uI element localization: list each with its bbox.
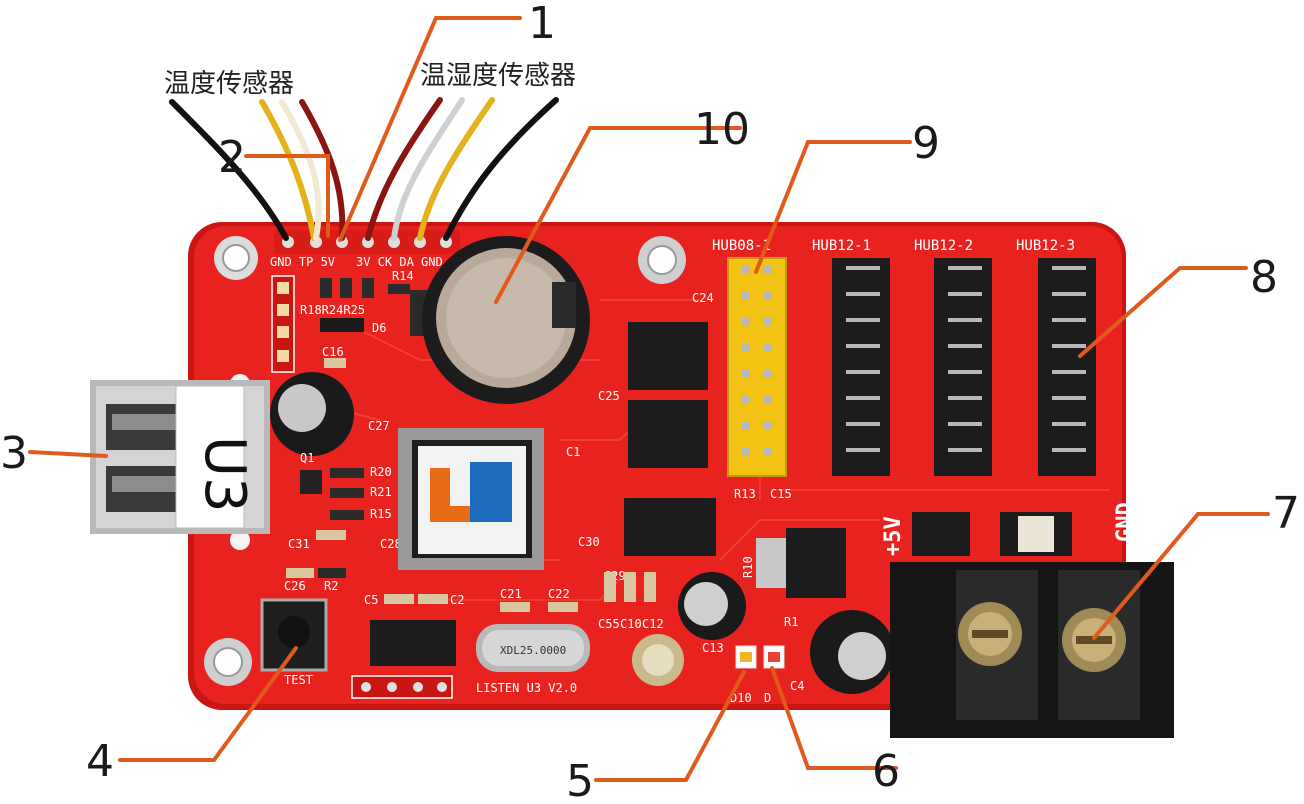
ref-c5: C5 <box>364 593 378 607</box>
callout-4: 4 <box>86 736 114 787</box>
ref-r21: R21 <box>370 485 392 499</box>
left-pin-header <box>271 275 295 373</box>
ref-r2: R2 <box>324 579 338 593</box>
voltage-regulator <box>756 528 846 598</box>
ref-r18: R18R24R25 <box>300 303 365 317</box>
ref-c13: C13 <box>702 641 724 655</box>
bottom-pin-header <box>351 675 453 699</box>
callout-8: 8 <box>1250 252 1278 303</box>
coin-battery <box>410 236 590 404</box>
pins-left-label: GND TP 5V <box>270 255 335 269</box>
ref-r13: R13 <box>734 487 756 501</box>
ref-r1: R1 <box>784 615 798 629</box>
hub12-1-label: HUB12-1 <box>812 238 871 254</box>
power-smd <box>912 512 1072 556</box>
plus5v-label: +5V <box>881 516 906 556</box>
callout-9: 9 <box>912 118 940 169</box>
test-label: TEST <box>284 673 313 687</box>
status-leds <box>735 645 785 669</box>
ref-c2: C2 <box>450 593 464 607</box>
callout-10: 10 <box>694 104 750 155</box>
sensor-wires <box>169 97 559 241</box>
crystal-oscillator <box>476 624 590 672</box>
ref-c22: C22 <box>548 587 570 601</box>
ref-d: D <box>764 691 771 705</box>
model-label: LISTEN U3 V2.0 <box>476 681 577 695</box>
smd-parts-bottom <box>384 572 656 612</box>
hub12-2-header <box>934 258 992 476</box>
mcu-chip <box>398 428 544 570</box>
ref-c28: C28 <box>380 537 402 551</box>
ref-c4: C4 <box>790 679 804 693</box>
gnd-label: GND <box>1113 502 1138 542</box>
temp-humidity-sensor-label: 温湿度传感器 <box>420 61 576 91</box>
crystal-label: XDL25.0000 <box>500 644 566 657</box>
pins-right-label: 3V CK DA GND <box>356 255 443 269</box>
ref-c12: C12 <box>642 617 664 631</box>
smd-parts-top-left <box>320 278 410 368</box>
ref-r14: R14 <box>392 269 414 283</box>
callout-5: 5 <box>566 756 594 804</box>
header-pins <box>742 266 1086 456</box>
hub08-label: HUB08-1 <box>712 238 771 254</box>
hub12-3-header <box>1038 258 1096 476</box>
ref-c55: C55 <box>598 617 620 631</box>
mounting-holes <box>204 236 686 686</box>
temperature-sensor-label: 温度传感器 <box>164 69 294 99</box>
capacitor-c27 <box>270 372 354 456</box>
ref-r15: R15 <box>370 507 392 521</box>
callout-3: 3 <box>0 428 28 479</box>
ref-c24: C24 <box>692 291 714 305</box>
power-terminal-block <box>890 562 1174 738</box>
smd-parts-left <box>286 468 364 578</box>
ref-c16: C16 <box>322 345 344 359</box>
hub12-3-label: HUB12-3 <box>1016 238 1075 254</box>
ref-c25: C25 <box>598 389 620 403</box>
ref-c27: C27 <box>368 419 390 433</box>
usb-port: U3 <box>90 380 270 534</box>
capacitor-c4 <box>810 610 894 694</box>
test-button <box>260 598 328 672</box>
ref-d6: D6 <box>372 321 386 335</box>
ref-c21: C21 <box>500 587 522 601</box>
ref-c26: C26 <box>284 579 306 593</box>
callout-7: 7 <box>1272 488 1300 539</box>
ref-r10: R10 <box>741 556 755 578</box>
ref-r20: R20 <box>370 465 392 479</box>
hub12-2-label: HUB12-2 <box>914 238 973 254</box>
regulator-bottom <box>370 620 456 666</box>
ref-c30: C30 <box>578 535 600 549</box>
ref-c10: C10 <box>620 617 642 631</box>
callout-leaders <box>28 16 1270 782</box>
ic-chips <box>624 322 716 556</box>
ref-q1: Q1 <box>300 451 314 465</box>
ref-c15: C15 <box>770 487 792 501</box>
usb-label: U3 <box>192 436 257 513</box>
callout-6: 6 <box>872 746 900 797</box>
ref-d10: D10 <box>730 691 752 705</box>
ref-c1: C1 <box>566 445 580 459</box>
callout-1: 1 <box>528 0 556 49</box>
hub08-header <box>727 257 787 477</box>
ref-c31: C31 <box>288 537 310 551</box>
capacitor-c13 <box>678 572 746 640</box>
callout-2: 2 <box>218 132 246 183</box>
hub12-1-header <box>832 258 890 476</box>
